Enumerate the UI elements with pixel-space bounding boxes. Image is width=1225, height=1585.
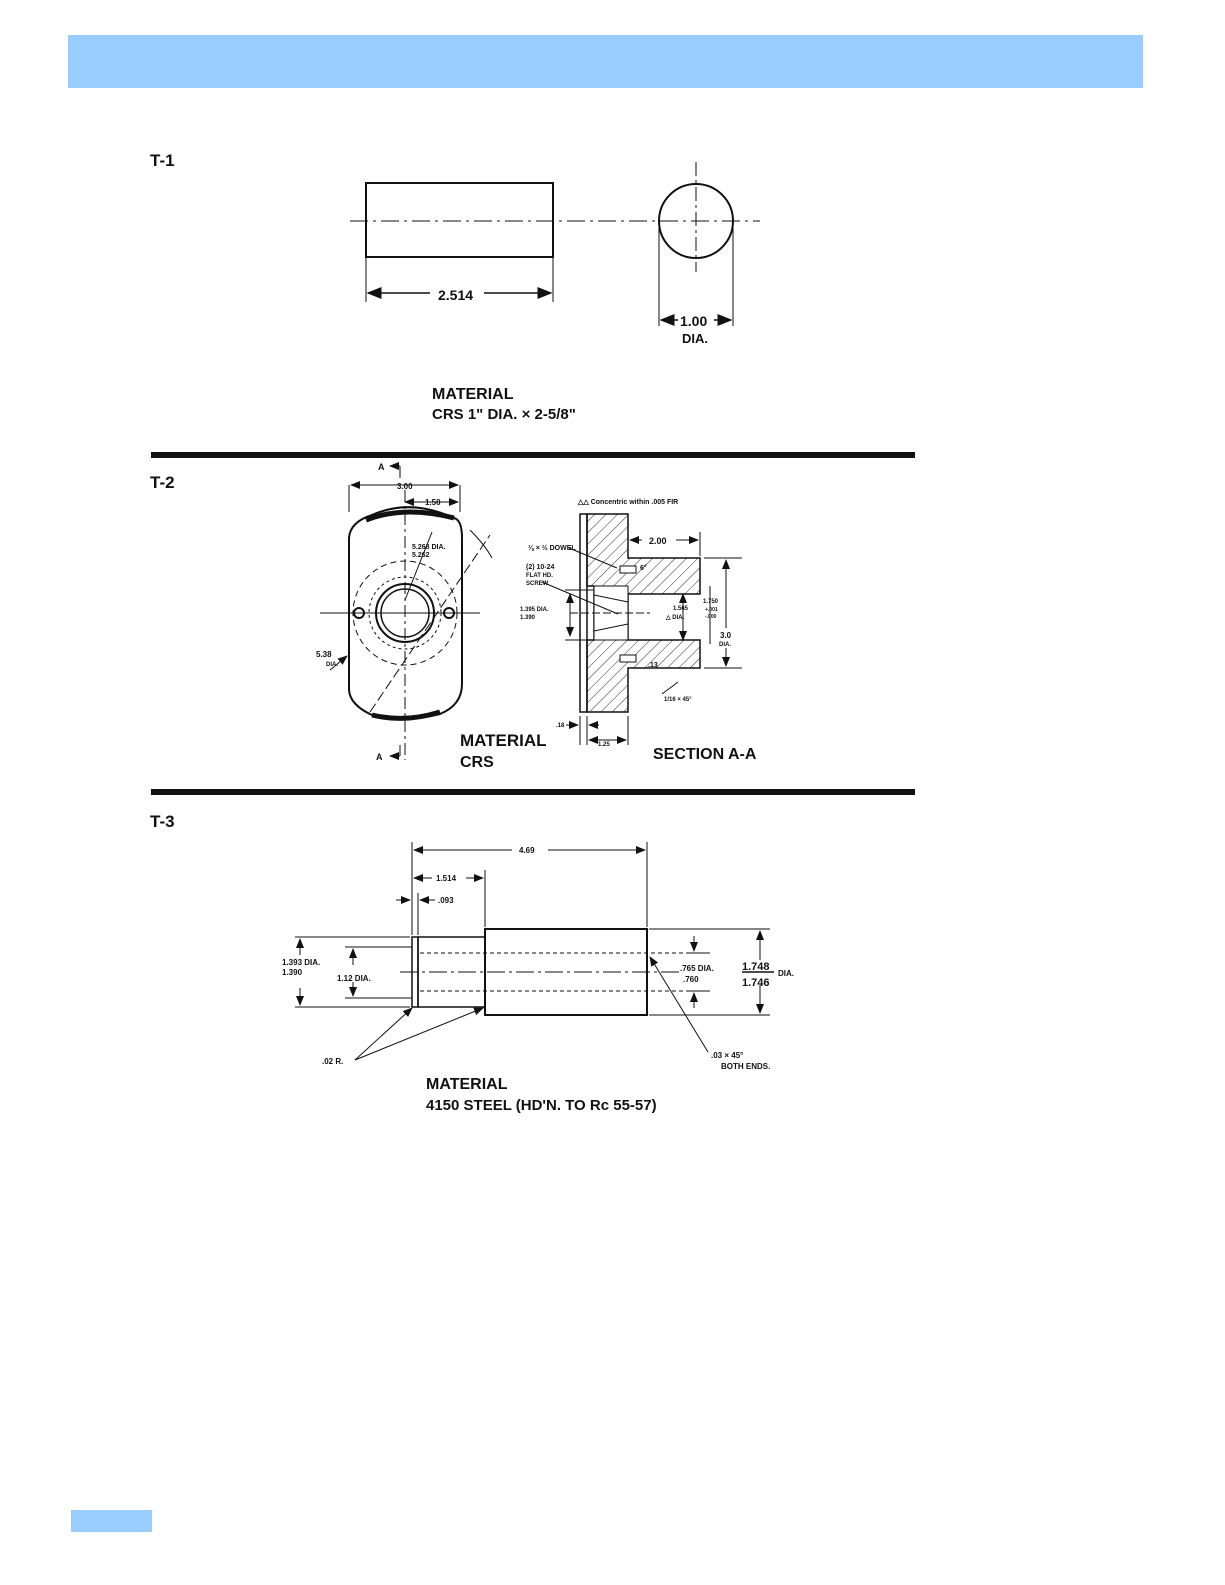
t2-chamfer: 1/16 × 45° — [664, 697, 692, 703]
t1-material-spec: CRS 1" DIA. × 2-5/8" — [432, 406, 576, 423]
t3-radius: .02 R. — [322, 1057, 343, 1066]
t2-material-spec: CRS — [460, 754, 494, 771]
t3-material-title: MATERIAL — [426, 1076, 508, 1093]
t2-bore-b: 1.390 — [520, 615, 536, 621]
t2-outer-flange-word: DIA. — [719, 642, 731, 648]
t1-rod-side-view — [365, 182, 554, 258]
t3-big-od-word: DIA. — [778, 969, 794, 978]
t3-big-od-b: 1.746 — [742, 977, 770, 989]
t3-inner-dim: 1.12 DIA. — [337, 974, 371, 983]
t3-bore-a: .765 DIA. — [680, 964, 714, 973]
t2-pilot-tol-b: -.000 — [705, 614, 717, 620]
figure-label-t2: T-2 — [150, 473, 175, 492]
t1-diameter-dim: 1.00 — [680, 313, 707, 329]
t2-front-view — [320, 462, 493, 760]
t3-chamfer-a: .03 × 45° — [711, 1051, 743, 1060]
t2-section-view — [541, 513, 742, 745]
t3-material-spec: 4150 STEEL (HD'N. TO Rc 55-57) — [426, 1097, 657, 1114]
footer-tab — [71, 1510, 152, 1532]
t2-outer-flange: 3.0 — [720, 631, 732, 640]
t2-section-title: SECTION A-A — [653, 746, 757, 763]
t2-pilot-dia: 1.750 — [703, 599, 719, 605]
t3-bore-b: .760 — [683, 975, 699, 984]
t1-material-title: MATERIAL — [432, 386, 514, 403]
t2-section-mark-bottom: A — [376, 752, 383, 762]
figure-label-t1: T-1 — [150, 151, 175, 170]
t2-concentric-note: △△ Concentric within .005 FIR — [577, 499, 678, 506]
t3-chamfer-b: BOTH ENDS. — [721, 1062, 770, 1071]
t3-small-od-a: 1.393 DIA. — [282, 958, 320, 967]
t3-overall-dim: 4.69 — [519, 846, 535, 855]
t2-outer-dia-word: DIA. — [326, 662, 338, 668]
figure-label-t3: T-3 — [150, 812, 175, 831]
t2-inner-dia-word: △ DIA. — [665, 614, 685, 621]
t1-drawing — [350, 162, 760, 326]
t3-small-od-b: 1.390 — [282, 968, 303, 977]
t3-lip-dim: .093 — [438, 896, 454, 905]
t3-shoulder-dim: 1.514 — [436, 874, 457, 883]
t2-overall-thk: 1.25 — [598, 742, 610, 748]
t2-half-width-dim: 1.50 — [425, 498, 441, 507]
t2-bolt-circle-a: 5.268 DIA. — [412, 544, 446, 551]
header-band — [68, 35, 1143, 88]
t2-pilot-tol-a: +.001 — [705, 607, 718, 613]
divider-rule-1 — [151, 452, 915, 458]
t2-flange-thk: .18 — [556, 723, 565, 729]
t1-length-dim: 2.514 — [438, 287, 473, 303]
t2-section-mark-top: A — [378, 462, 385, 472]
t2-screw-note-3: SCREW — [526, 581, 549, 587]
t2-boss-length: 2.00 — [649, 536, 667, 546]
divider-rule-2 — [151, 789, 915, 795]
t2-dowel-note: ⅛ × ½ DOWEL — [528, 544, 576, 552]
t2-outer-dia: 5.38 — [316, 650, 332, 659]
t3-big-od-a: 1.748 — [742, 961, 770, 973]
t3-drawing — [295, 842, 774, 1061]
t2-angle: 6° — [640, 564, 647, 572]
t2-inner-dia: 1.565 — [673, 606, 689, 612]
t2-screw-note-2: FLAT HD. — [526, 573, 553, 579]
t2-small-dim: .13 — [648, 662, 658, 669]
t2-bore-a: 1.395 DIA. — [520, 607, 549, 613]
t2-bolt-circle-b: 5.262 — [412, 552, 430, 559]
t2-material-title: MATERIAL — [460, 731, 547, 750]
t2-width-dim: 3.00 — [397, 482, 413, 491]
t2-screw-note-1: (2) 10-24 — [526, 564, 555, 571]
t1-dia-word: DIA. — [682, 331, 708, 346]
